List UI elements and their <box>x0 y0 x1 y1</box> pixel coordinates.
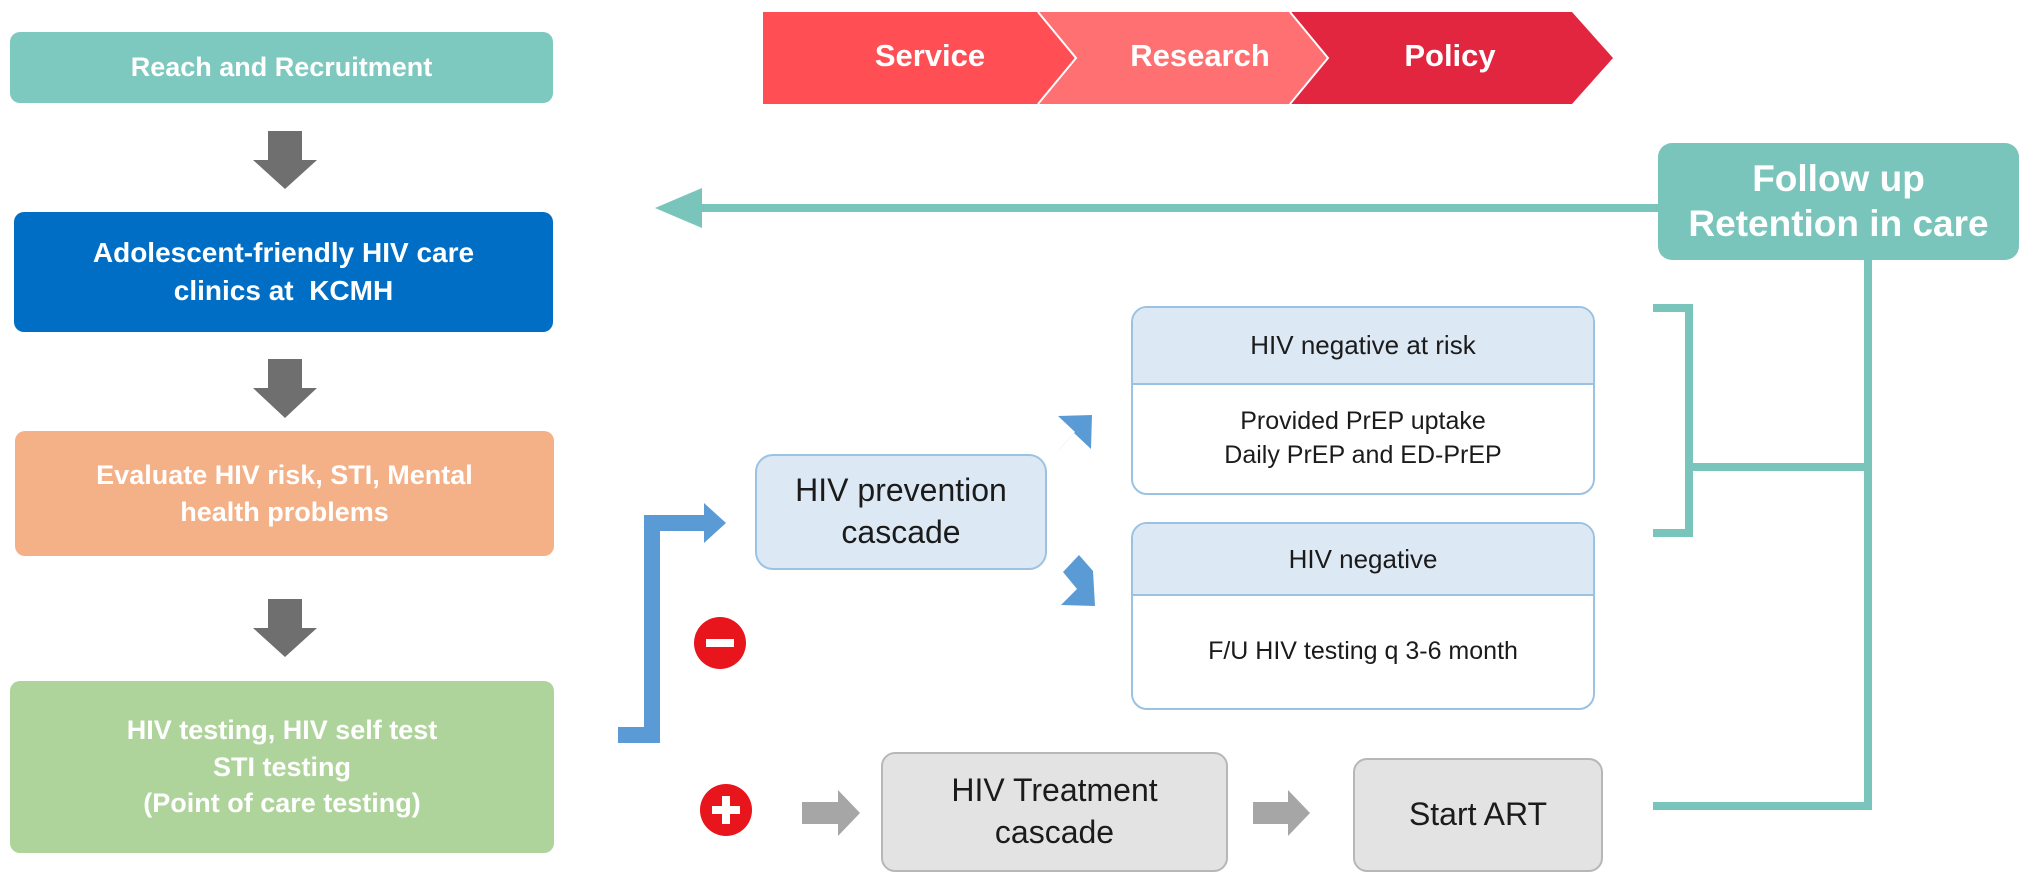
feedback-arrow-shaft <box>700 204 1660 212</box>
clinic-line-2: clinics at KCMH <box>173 275 394 306</box>
follow-up-box: Follow up Retention in care <box>1658 143 2019 260</box>
evaluate-line-2: health problems <box>180 496 389 527</box>
follow-up-line-2: Retention in care <box>1688 202 1989 244</box>
treatment-line-1: HIV Treatment <box>951 772 1158 809</box>
reach-label: Reach and Recruitment <box>130 52 433 83</box>
banner-policy: Policy <box>1404 38 1496 73</box>
at-risk-box: HIV negative at risk Provided PrEP uptak… <box>1131 306 1595 495</box>
evaluate-line-1: Evaluate HIV risk, STI, Mental <box>96 460 473 491</box>
prevention-line-1: HIV prevention <box>795 472 1007 509</box>
start-art-label: Start ART <box>1408 796 1548 833</box>
banner-research: Research <box>1130 38 1270 73</box>
treatment-line-2: cascade <box>994 814 1115 850</box>
down-arrow-2 <box>253 359 317 418</box>
clinic-box: Adolescent-friendly HIV care clinics at … <box>14 212 553 332</box>
banner-service: Service <box>874 38 986 73</box>
to-art-arrow <box>1253 790 1310 836</box>
plus-icon <box>700 784 752 836</box>
negative-elbow-line <box>618 515 706 743</box>
to-at-risk-arrow <box>1058 415 1092 451</box>
to-treatment-arrow <box>802 790 860 836</box>
clinic-line-1: Adolescent-friendly HIV care <box>92 237 475 269</box>
follow-up-line-1: Follow up <box>1752 158 1925 200</box>
follow-up-trunk <box>1864 258 1872 810</box>
reach-recruitment-box: Reach and Recruitment <box>10 32 553 103</box>
prevention-bracket <box>1653 304 1693 537</box>
down-arrow-3 <box>253 599 317 657</box>
evaluate-box: Evaluate HIV risk, STI, Mental health pr… <box>15 431 554 556</box>
service-chevron <box>763 12 1092 104</box>
bracket-branch <box>1689 463 1868 471</box>
minus-icon <box>694 617 746 669</box>
negative-body: F/U HIV testing q 3-6 month <box>1208 637 1518 666</box>
research-chevron <box>1038 12 1343 104</box>
prevention-cascade-box: HIV prevention cascade <box>755 454 1047 570</box>
testing-line-1: HIV testing, HIV self test <box>126 715 438 746</box>
down-arrow-1 <box>253 131 317 189</box>
negative-box: HIV negative F/U HIV testing q 3-6 month <box>1131 522 1595 710</box>
negative-title: HIV negative <box>1133 524 1593 596</box>
art-branch <box>1653 802 1872 810</box>
at-risk-line-2: Daily PrEP and ED-PrEP <box>1224 441 1502 469</box>
testing-box: HIV testing, HIV self test STI testing (… <box>10 681 554 853</box>
policy-chevron <box>1290 12 1613 104</box>
testing-line-2: STI testing <box>212 751 351 782</box>
prevention-line-2: cascade <box>841 514 961 550</box>
feedback-arrow-head <box>655 188 702 228</box>
negative-elbow-head <box>704 503 726 543</box>
at-risk-title: HIV negative at risk <box>1133 308 1593 385</box>
treatment-cascade-box: HIV Treatment cascade <box>881 752 1228 872</box>
testing-line-3: (Point of care testing) <box>143 788 421 819</box>
at-risk-body: Provided PrEP uptake Daily PrEP and ED-P… <box>1133 385 1593 493</box>
at-risk-line-1: Provided PrEP uptake <box>1240 407 1486 436</box>
start-art-box: Start ART <box>1353 758 1603 872</box>
to-negative-arrow <box>1061 555 1095 606</box>
